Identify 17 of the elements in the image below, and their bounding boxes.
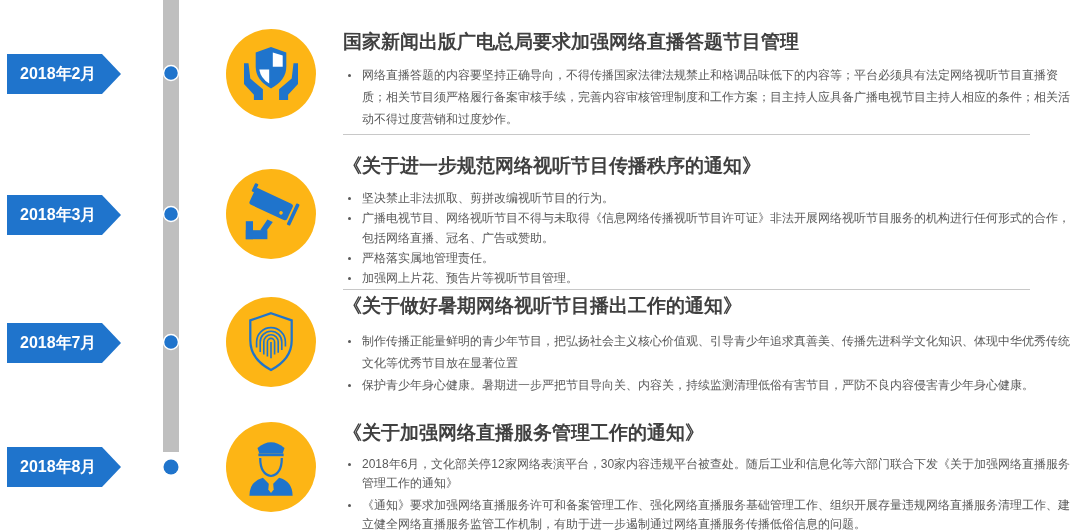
bullet-text: 2018年6月，文化部关停12家网络表演平台，30家内容违规平台被查处。随后工业和信息化等六部门联合下发《关于加强网络直播服务管理工作的通知》 [347, 454, 1078, 493]
bullet-text: 广播电视节目、网络视听节目不得与未取得《信息网络传播视听节目许可证》非法开展网络视听节目服务的机构进行任何形式的合作，包括网络直播、冠名、广告或赞助。 [347, 208, 1078, 248]
bullet-text: 严格落实属地管理责任。 [347, 248, 1078, 268]
date-tag: 2018年8月 [7, 447, 121, 487]
bullet-text: 网络直播答题的内容要坚持正确导向，不得传播国家法律法规禁止和格调品味低下的内容等；平台必须具有法定网络视听节目直播资质；相关节目须严格履行备案审核手续，完善内容审核管理制度和工作方案；目主持人应具备广播电视节目主持人相应的条件；相关活动不得过度营销和过度炒作。 [347, 64, 1078, 130]
section-heading: 国家新闻出版广电总局要求加强网络直播答题节目管理 [343, 30, 799, 54]
date-tag: 2018年2月 [7, 54, 121, 94]
section-heading: 《关于加强网络直播服务管理工作的通知》 [343, 421, 704, 445]
bullet-text: 保护青少年身心健康。暑期进一步严把节目导向关、内容关，持续监测清理低俗有害节目，严防不良内容侵害青少年身心健康。 [347, 374, 1078, 396]
date-tag: 2018年3月 [7, 195, 121, 235]
bullet-text: 加强网上片花、预告片等视听节目管理。 [347, 268, 1078, 288]
section-heading: 《关于做好暑期网络视听节目播出工作的通知》 [343, 294, 742, 318]
bullet-text: 坚决禁止非法抓取、剪拼改编视听节目的行为。 [347, 188, 1078, 208]
section-heading: 《关于进一步规范网络视听节目传播秩序的通知》 [343, 154, 761, 178]
bullet-text: 《通知》要求加强网络直播服务许可和备案管理工作、强化网络直播服务基础管理工作、组织开展存量违规网络直播服务清理工作、建立健全网络直播服务监管工作机制，有助于进一步遏制通过网络直播服务传播低俗信息的问题。 [347, 495, 1078, 531]
date-tag: 2018年7月 [7, 323, 121, 363]
bullet-text: 制作传播正能量鲜明的青少年节目，把弘扬社会主义核心价值观、引导青少年追求真善美、传播先进科学文化知识、体现中华优秀传统文化等优秀节目放在显著位置 [347, 330, 1078, 374]
